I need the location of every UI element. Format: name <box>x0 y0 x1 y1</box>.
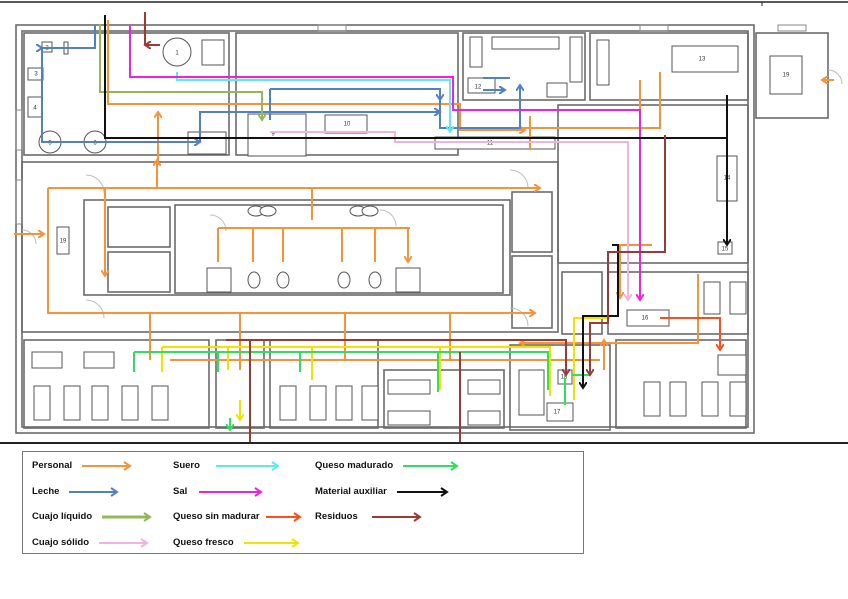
legend-item-residuos: Residuos <box>315 511 424 522</box>
legend-arrow-icon <box>102 511 152 522</box>
legend-item-suero: Suero <box>173 460 282 471</box>
svg-text:15: 15 <box>722 247 729 253</box>
flow-path-personal <box>520 274 699 343</box>
flow-path-personal <box>47 188 535 313</box>
legend-item-queso-sin-madurar: Queso sin madurar <box>173 511 304 522</box>
equipment: 1 2 3 4 5 6 9 10 11 12 13 14 15 16 17 18 <box>27 36 803 426</box>
svg-text:3: 3 <box>34 72 38 78</box>
flow-path-personal <box>217 188 410 262</box>
svg-text:10: 10 <box>344 122 351 128</box>
flow-path-queso-fresco <box>161 317 610 420</box>
legend-arrow-icon <box>99 537 149 548</box>
flow-path-cuajo-l-quido <box>99 24 262 120</box>
legend-item-queso-madurado: Queso madurado <box>315 460 461 471</box>
walls <box>15 24 829 434</box>
legend-arrow-icon <box>265 511 302 522</box>
svg-text:6: 6 <box>93 141 97 147</box>
legend-arrow-icon <box>215 460 280 471</box>
flow-path-personal <box>107 20 525 130</box>
legend-arrow-icon <box>403 460 459 471</box>
flow-path-suero <box>176 72 450 132</box>
flow-path-residuos <box>226 339 566 442</box>
svg-text:17: 17 <box>554 410 561 416</box>
svg-text:12: 12 <box>475 85 482 91</box>
legend-arrow-icon <box>371 511 422 522</box>
svg-text:1: 1 <box>175 51 179 57</box>
doors <box>21 69 843 327</box>
legend-arrow-icon <box>243 537 300 548</box>
svg-text:4: 4 <box>33 106 37 112</box>
legend: Personal Leche Cuajo líquido Cuajo sólid… <box>22 451 584 554</box>
legend-item-personal: Personal <box>32 460 134 471</box>
flow-path-leche <box>199 112 440 142</box>
svg-text:19: 19 <box>60 239 67 245</box>
legend-arrow-icon <box>199 486 264 497</box>
svg-text:13: 13 <box>699 57 706 63</box>
legend-item-leche: Leche <box>32 486 121 497</box>
legend-item-material-auxiliar: Material auxiliar <box>315 486 451 497</box>
legend-arrow-icon <box>69 486 120 497</box>
legend-item-sal: Sal <box>173 486 265 497</box>
flow-path-residuos <box>145 12 160 45</box>
flow-path-leche <box>269 88 440 120</box>
flow-path-material-auxiliar <box>104 15 727 245</box>
flow-path-cuajo-s-lido <box>270 131 628 300</box>
svg-text:19: 19 <box>783 73 790 79</box>
legend-item-cuajo-liquido: Cuajo líquido <box>32 511 154 522</box>
flow-path-queso-madurado <box>133 351 590 430</box>
svg-text:16: 16 <box>642 316 649 322</box>
svg-text:11: 11 <box>487 141 494 147</box>
flow-path-leche <box>41 25 200 142</box>
flow-path-material-auxiliar <box>583 95 728 388</box>
flow-path-leche <box>483 77 510 90</box>
legend-arrow-icon <box>82 460 132 471</box>
svg-text:5: 5 <box>48 141 52 147</box>
legend-arrow-icon <box>396 486 449 497</box>
floor-plan: 1 2 3 4 5 6 9 10 11 12 13 14 15 16 17 18 <box>0 1 848 444</box>
flow-path-leche <box>439 85 520 129</box>
flow-path-residuos <box>590 135 666 375</box>
flow-path-sal <box>129 26 640 300</box>
legend-item-cuajo-solido: Cuajo sólido <box>32 537 151 548</box>
legend-item-queso-fresco: Queso fresco <box>173 537 302 548</box>
svg-text:9: 9 <box>271 132 275 138</box>
flow-path-queso-sin-madurar <box>660 317 720 350</box>
flow-lines <box>14 12 834 442</box>
